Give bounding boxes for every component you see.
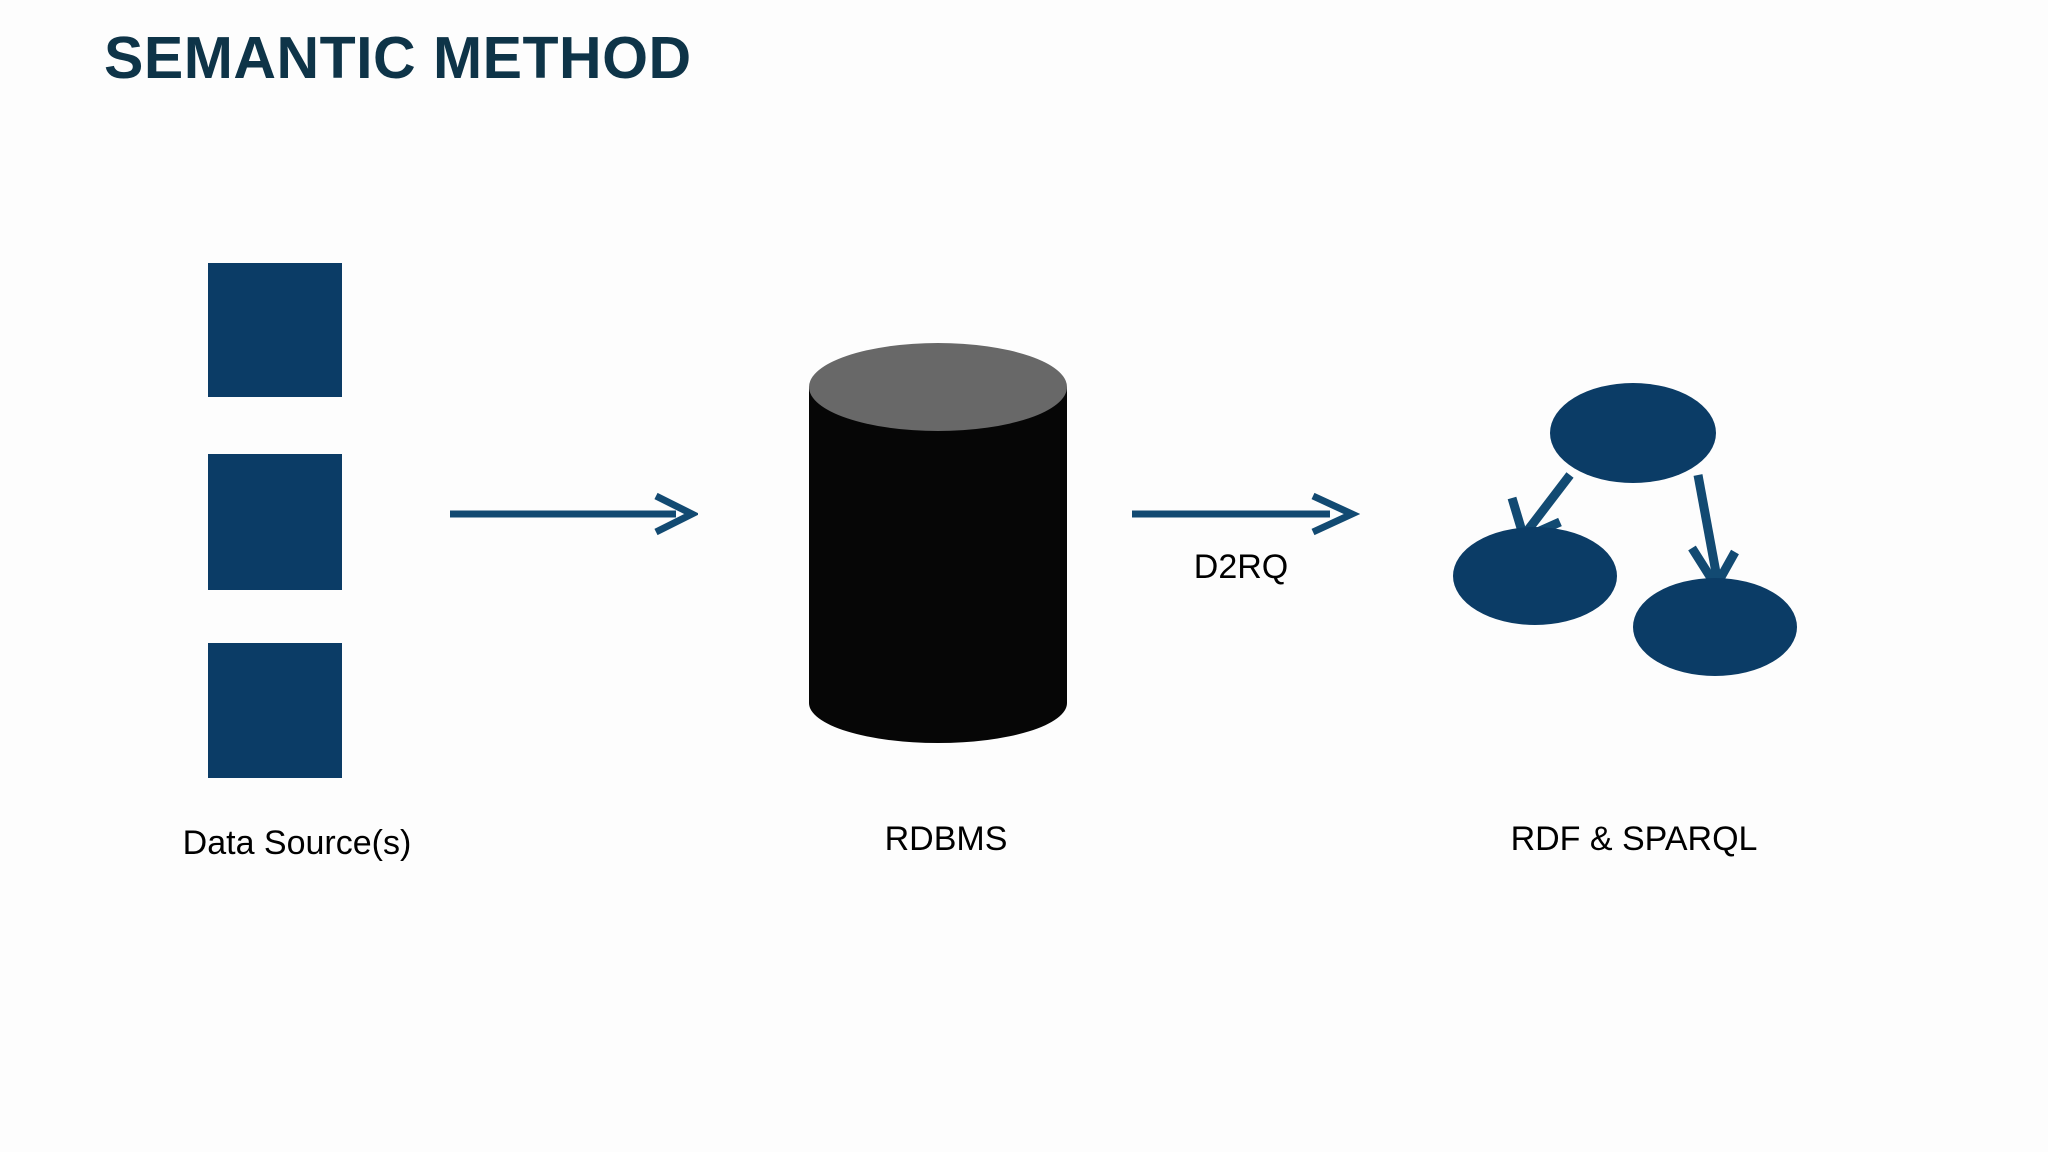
- cylinder-top-ellipse: [809, 343, 1067, 431]
- connector-label-d2rq: D2RQ: [1193, 548, 1289, 586]
- cylinder-body: [809, 387, 1067, 743]
- page-title: SEMANTIC METHOD: [104, 25, 692, 91]
- rdf-node-root: [1550, 383, 1716, 483]
- rdf-node-child-left: [1453, 527, 1617, 625]
- caption-data-source: Data Source(s): [182, 824, 412, 862]
- rdf-graph: [1440, 370, 1820, 690]
- flow-arrow-rdbms-to-rdf: [1132, 492, 1360, 536]
- database-cylinder-icon: [809, 343, 1067, 743]
- rdf-node-child-right: [1633, 578, 1797, 676]
- data-source-block-3: [208, 643, 342, 778]
- data-source-block-1: [208, 263, 342, 397]
- data-source-block-2: [208, 454, 342, 590]
- caption-rdbms: RDBMS: [884, 820, 1008, 858]
- flow-arrow-datasource-to-rdbms: [450, 492, 698, 536]
- caption-rdf-sparql: RDF & SPARQL: [1510, 820, 1758, 858]
